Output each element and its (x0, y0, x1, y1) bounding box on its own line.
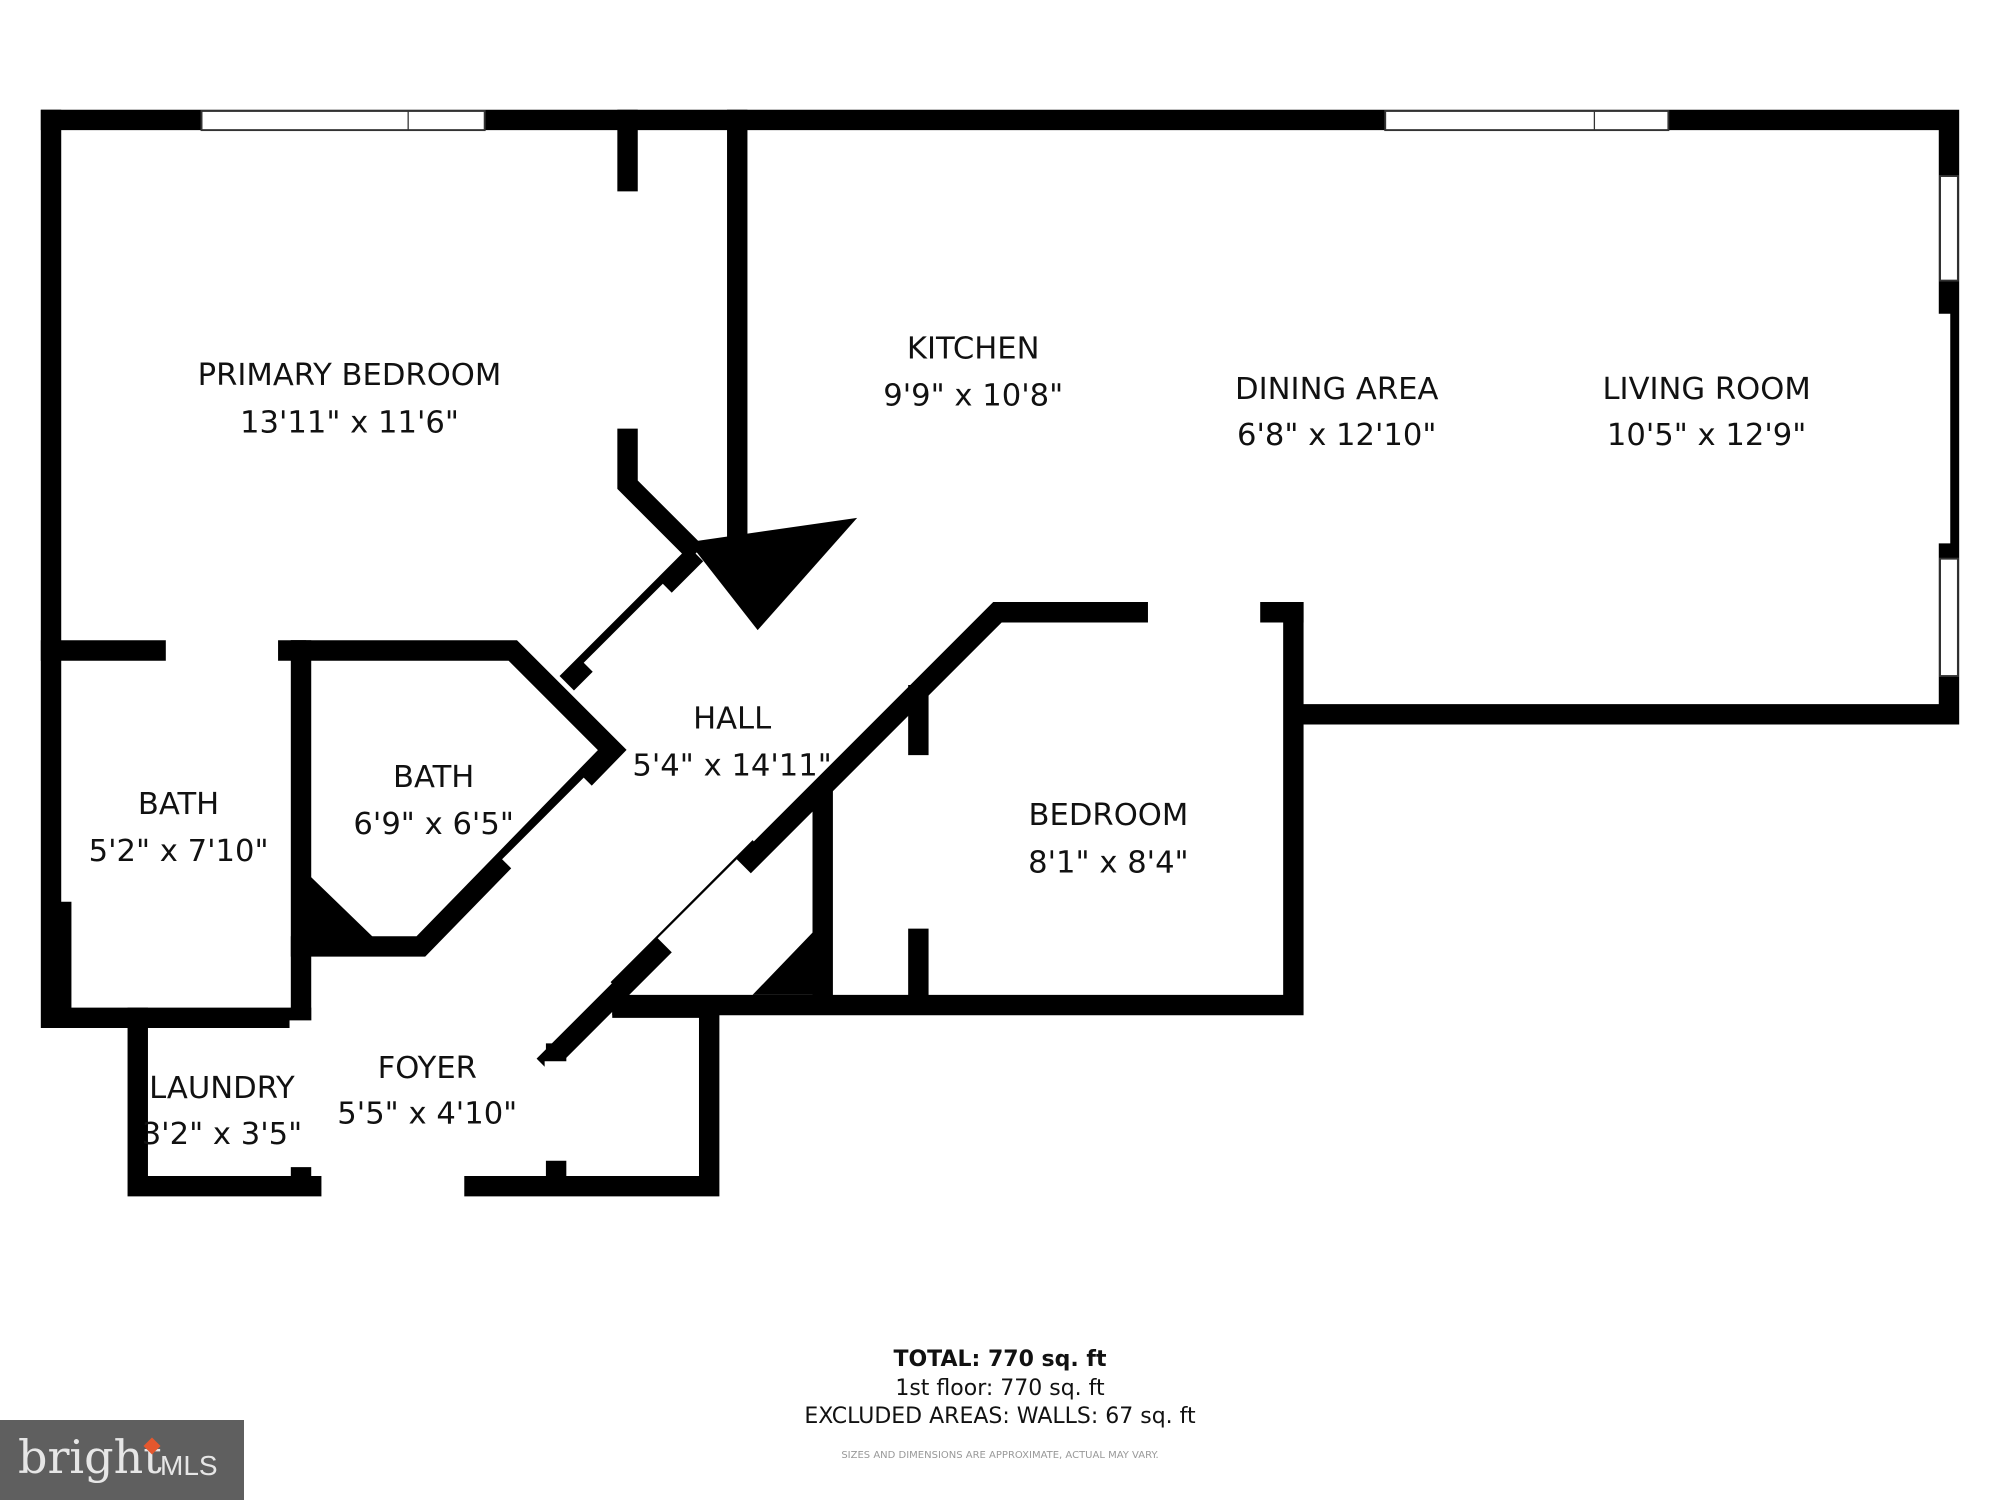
room-dims-foyer: 5'5" x 4'10" (337, 1097, 517, 1132)
room-dims-laundry: 3'2" x 3'5" (142, 1117, 302, 1152)
disclaimer: SIZES AND DIMENSIONS ARE APPROXIMATE, AC… (841, 1450, 1159, 1461)
logo-brand: bright (18, 1430, 162, 1484)
room-name-dining-area: DINING AREA (1235, 372, 1438, 407)
room-dims-bath-2: 6'9" x 6'5" (353, 807, 513, 842)
room-name-kitchen: KITCHEN (907, 331, 1040, 366)
room-name-bedroom: BEDROOM (1029, 798, 1189, 833)
bright-mls-logo: bright MLS (0, 1420, 244, 1500)
room-name-bath-2: BATH (393, 760, 474, 795)
room-name-hall: HALL (693, 701, 771, 736)
room-dims-kitchen: 9'9" x 10'8" (883, 379, 1063, 414)
walls (40, 109, 1960, 1197)
logo-suffix: MLS (160, 1450, 218, 1481)
room-dims-bath-1: 5'2" x 7'10" (89, 834, 269, 869)
room-name-bath-1: BATH (138, 787, 219, 822)
excluded-area: EXCLUDED AREAS: WALLS: 67 sq. ft (804, 1404, 1196, 1429)
room-dims-bedroom: 8'1" x 8'4" (1028, 845, 1188, 880)
room-dims-dining-area: 6'8" x 12'10" (1237, 418, 1436, 453)
windows-doors (165, 110, 1959, 1198)
room-dims-hall: 5'4" x 14'11" (632, 749, 831, 784)
total-area: TOTAL: 770 sq. ft (893, 1347, 1107, 1372)
room-dims-living-room: 10'5" x 12'9" (1607, 418, 1806, 453)
room-name-laundry: LAUNDRY (149, 1071, 295, 1106)
room-name-living-room: LIVING ROOM (1602, 372, 1810, 407)
room-dims-primary-bedroom: 13'11" x 11'6" (240, 405, 459, 440)
room-labels: PRIMARY BEDROOM 13'11" x 11'6" KITCHEN 9… (89, 331, 1811, 1152)
room-name-foyer: FOYER (378, 1051, 477, 1086)
room-name-primary-bedroom: PRIMARY BEDROOM (198, 358, 502, 393)
floor-area: 1st floor: 770 sq. ft (895, 1376, 1105, 1401)
